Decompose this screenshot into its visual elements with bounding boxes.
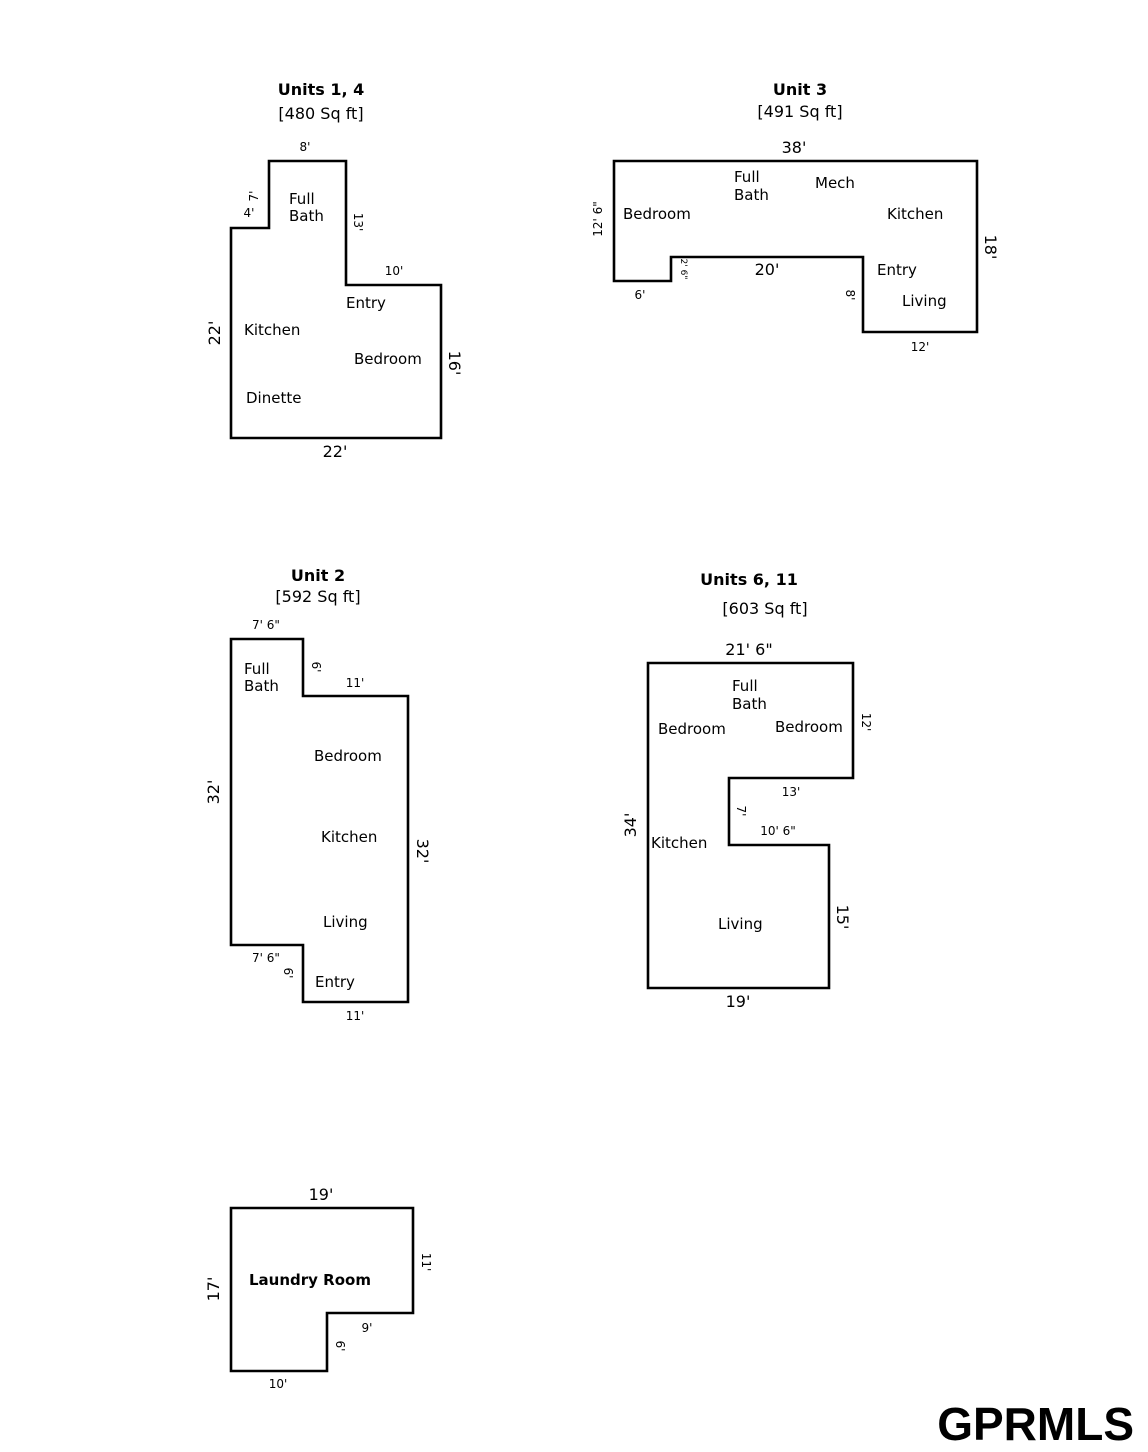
room-label-dinette: Dinette xyxy=(246,389,301,407)
room-label-full: Full xyxy=(289,190,315,208)
dimension-label: 9' xyxy=(362,1321,373,1335)
room-label-bedroom: Bedroom xyxy=(623,205,691,223)
room-label-bedroom: Bedroom xyxy=(314,747,382,765)
dimension-label: 22' xyxy=(323,442,348,461)
dimension-label: 11' xyxy=(346,1009,365,1023)
dimension-label: 7' xyxy=(247,191,261,202)
dimension-label: 7' 6" xyxy=(252,618,280,632)
room-label-bedroom: Bedroom xyxy=(354,350,422,368)
dimension-label: 6' xyxy=(635,288,646,302)
room-label-kitchen: Kitchen xyxy=(651,834,707,852)
plan-units-6-11: Units 6, 11 [603 Sq ft] Full Bath Bedroo… xyxy=(621,570,873,1011)
dimension-label: 10' 6" xyxy=(760,824,796,838)
room-label-entry: Entry xyxy=(346,294,386,312)
dimension-label: 12' xyxy=(911,340,930,354)
dimension-label: 10' xyxy=(385,264,404,278)
dimension-label: 32' xyxy=(413,839,432,864)
room-label-living: Living xyxy=(902,292,947,310)
dimension-label: 8' xyxy=(843,290,857,301)
dimension-label: 4' xyxy=(244,206,255,220)
room-label-bath: Bath xyxy=(732,695,767,713)
room-label-laundry: Laundry Room xyxy=(249,1271,371,1289)
plan-title: Unit 2 xyxy=(291,566,345,585)
dimension-label: 38' xyxy=(782,138,807,157)
dimension-label: 12' xyxy=(859,713,873,732)
dimension-label: 6' xyxy=(281,968,295,979)
dimension-label: 19' xyxy=(726,992,751,1011)
dimension-label: 8' xyxy=(300,140,311,154)
dimension-label: 2' 6" xyxy=(678,259,688,280)
dimension-label: 17' xyxy=(204,1277,223,1302)
plan-outline xyxy=(229,1206,415,1373)
room-label-mech: Mech xyxy=(815,174,855,192)
dimension-label: 34' xyxy=(621,813,640,838)
room-label-bedroom: Bedroom xyxy=(658,720,726,738)
gprmls-logo: GPRMLS xyxy=(937,1398,1134,1450)
room-label-kitchen: Kitchen xyxy=(887,205,943,223)
dimension-label: 21' 6" xyxy=(725,640,772,659)
room-label-full: Full xyxy=(732,677,758,695)
dimension-label: 19' xyxy=(309,1185,334,1204)
plan-area: [491 Sq ft] xyxy=(757,102,842,121)
plan-area: [592 Sq ft] xyxy=(275,587,360,606)
dimension-label: 6' xyxy=(333,1341,347,1352)
dimension-label: 11' xyxy=(419,1253,433,1272)
room-label-kitchen: Kitchen xyxy=(321,828,377,846)
dimension-label: 16' xyxy=(445,351,464,376)
plan-area: [480 Sq ft] xyxy=(278,104,363,123)
plan-title: Unit 3 xyxy=(773,80,827,99)
plan-units-1-4: Units 1, 4 [480 Sq ft] Full Bath Entry K… xyxy=(205,80,464,461)
dimension-label: 11' xyxy=(346,676,365,690)
plan-unit-2: Unit 2 [592 Sq ft] Full Bath Bedroom Kit… xyxy=(204,566,432,1023)
dimension-label: 20' xyxy=(755,260,780,279)
dimension-label: 15' xyxy=(833,905,852,930)
plan-outline xyxy=(229,637,410,1004)
plan-unit-3: Unit 3 [491 Sq ft] Full Bath Mech Bedroo… xyxy=(591,80,1000,354)
room-label-bath: Bath xyxy=(289,207,324,225)
room-label-kitchen: Kitchen xyxy=(244,321,300,339)
dimension-label: 13' xyxy=(351,213,365,232)
room-label-bath: Bath xyxy=(244,677,279,695)
dimension-label: 7' xyxy=(734,806,748,817)
plan-title: Units 1, 4 xyxy=(278,80,365,99)
room-label-bedroom: Bedroom xyxy=(775,718,843,736)
plan-area: [603 Sq ft] xyxy=(722,599,807,618)
room-label-bath: Bath xyxy=(734,186,769,204)
plan-outline xyxy=(612,159,979,334)
room-label-living: Living xyxy=(718,915,763,933)
dimension-label: 12' 6" xyxy=(591,201,605,237)
room-label-entry: Entry xyxy=(315,973,355,991)
room-label-living: Living xyxy=(323,913,368,931)
plan-outline xyxy=(646,661,855,990)
dimension-label: 18' xyxy=(981,235,1000,260)
dimension-label: 22' xyxy=(205,321,224,346)
plan-laundry-room: Laundry Room 19' 17' 11' 9' 6' 10' xyxy=(204,1185,433,1391)
dimension-label: 13' xyxy=(782,785,801,799)
dimension-label: 6' xyxy=(309,662,323,673)
dimension-label: 7' 6" xyxy=(252,951,280,965)
dimension-label: 10' xyxy=(269,1377,288,1391)
dimension-label: 32' xyxy=(204,780,223,805)
plan-outline xyxy=(229,159,443,440)
room-label-full: Full xyxy=(244,660,270,678)
room-label-entry: Entry xyxy=(877,261,917,279)
plan-title: Units 6, 11 xyxy=(700,570,798,589)
room-label-full: Full xyxy=(734,168,760,186)
